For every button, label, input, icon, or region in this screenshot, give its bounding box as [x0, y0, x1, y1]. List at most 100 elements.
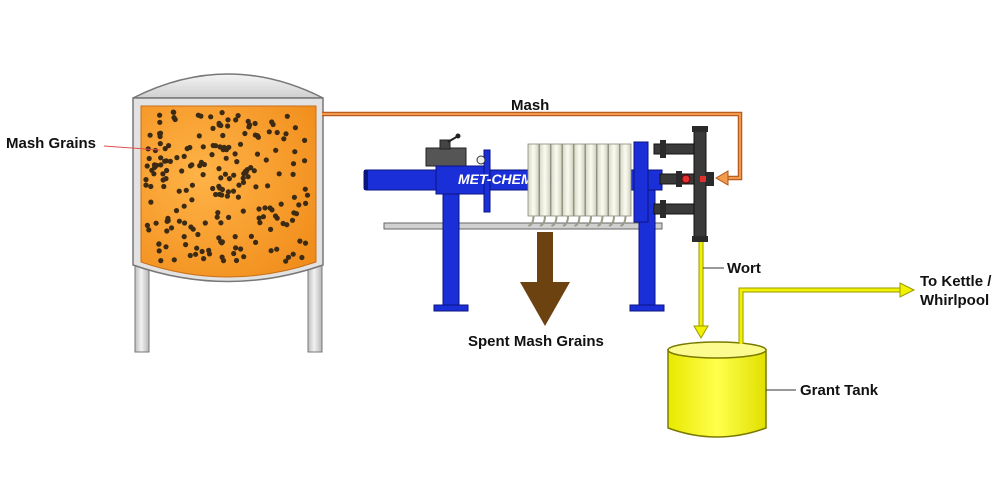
grain-dot	[219, 110, 225, 116]
grain-dot	[171, 257, 177, 263]
grain-dot	[161, 183, 167, 190]
grain-dot	[283, 131, 289, 137]
grain-dot	[164, 228, 170, 234]
grain-dot	[252, 120, 258, 127]
grain-dot	[158, 162, 164, 168]
grain-dot	[265, 183, 271, 189]
grain-dot	[196, 133, 202, 139]
grain-dot	[281, 136, 287, 142]
grain-dot	[223, 155, 229, 161]
grain-dot	[302, 137, 308, 143]
pressure-gauge	[476, 155, 486, 165]
grain-dot	[231, 250, 237, 257]
grain-dot	[210, 185, 216, 192]
grain-dot	[216, 166, 222, 172]
grain-dot	[283, 258, 289, 264]
fixed-end-frame	[633, 141, 649, 223]
kettle-arrow-head	[899, 282, 916, 298]
grain-dot	[156, 248, 162, 254]
grain-dot	[235, 194, 241, 200]
grain-dot	[202, 220, 208, 226]
grain-dot	[278, 201, 284, 207]
grain-dot	[194, 245, 200, 251]
grain-dot	[224, 193, 230, 199]
grain-dot	[214, 214, 220, 220]
filter-plates	[527, 143, 632, 227]
grain-dot	[262, 205, 268, 211]
grain-dot	[255, 134, 261, 140]
tun-leg-left	[134, 261, 150, 353]
grain-dot	[152, 147, 158, 154]
grain-dot	[189, 197, 195, 203]
grain-dot	[216, 122, 222, 128]
grain-dot	[234, 159, 240, 165]
press-foot-left	[433, 304, 469, 312]
press-leg-left	[442, 184, 460, 310]
grain-dot	[274, 246, 280, 252]
grain-dots	[143, 109, 311, 264]
grain-dot	[160, 171, 166, 177]
grain-dot	[218, 220, 224, 226]
grain-dot	[183, 242, 189, 248]
grain-dot	[176, 188, 182, 194]
grain-dot	[242, 130, 248, 137]
grain-dot	[162, 158, 168, 164]
grain-dot	[284, 113, 290, 119]
grain-dot	[166, 143, 172, 149]
grain-dot	[233, 257, 240, 264]
grain-dot	[183, 187, 189, 193]
grain-dot	[292, 125, 298, 131]
filter-plate	[619, 143, 632, 217]
tun-leg-right	[307, 261, 323, 353]
grain-dot	[273, 147, 279, 153]
grain-dot	[289, 217, 296, 223]
grain-dot	[260, 214, 266, 220]
grain-dot	[210, 125, 216, 131]
grain-dot	[220, 132, 226, 139]
grain-dot	[268, 226, 274, 232]
grain-dot	[291, 194, 297, 200]
grain-dot	[290, 171, 296, 177]
grain-dot	[218, 175, 224, 181]
grain-dot	[248, 233, 254, 239]
grain-dot	[245, 174, 251, 180]
grain-dot	[256, 206, 262, 212]
plate-discharge-tube	[562, 215, 569, 227]
grain-dot	[230, 188, 237, 194]
filter-plate	[550, 143, 563, 217]
grain-dot	[147, 132, 153, 138]
grain-dot	[201, 256, 207, 262]
spent-grains-arrow	[520, 232, 570, 326]
grain-dot	[213, 143, 219, 149]
grain-dot	[302, 186, 308, 192]
grain-dot	[226, 176, 232, 182]
wort-arrow-head	[693, 325, 709, 339]
grain-dot	[219, 239, 225, 245]
grain-dot	[167, 158, 173, 164]
kettle-line	[738, 282, 916, 344]
mash-grains-label: Mash Grains	[6, 135, 96, 152]
grain-dot	[143, 177, 149, 183]
grain-dot	[151, 162, 158, 168]
press-head	[435, 165, 485, 195]
grain-dot	[158, 155, 164, 161]
grain-dot	[160, 177, 166, 183]
filter-plate	[585, 143, 597, 217]
grain-dot	[189, 182, 195, 188]
grain-dot	[299, 254, 305, 261]
grain-dot	[285, 254, 292, 260]
grain-dot	[272, 213, 279, 219]
grain-dot	[302, 158, 308, 164]
grain-dot	[257, 220, 263, 226]
hydraulic-cylinder	[363, 169, 439, 191]
mash-transfer-line	[322, 111, 743, 186]
grant-tank-body	[667, 349, 767, 438]
grain-dot	[220, 147, 226, 153]
grain-dot	[144, 163, 150, 169]
plate-discharge-tube	[551, 215, 558, 227]
grain-dot	[184, 146, 190, 152]
plate-discharge-tube	[585, 215, 592, 227]
plate-discharge-tube	[528, 215, 535, 227]
grain-dot	[200, 144, 206, 150]
